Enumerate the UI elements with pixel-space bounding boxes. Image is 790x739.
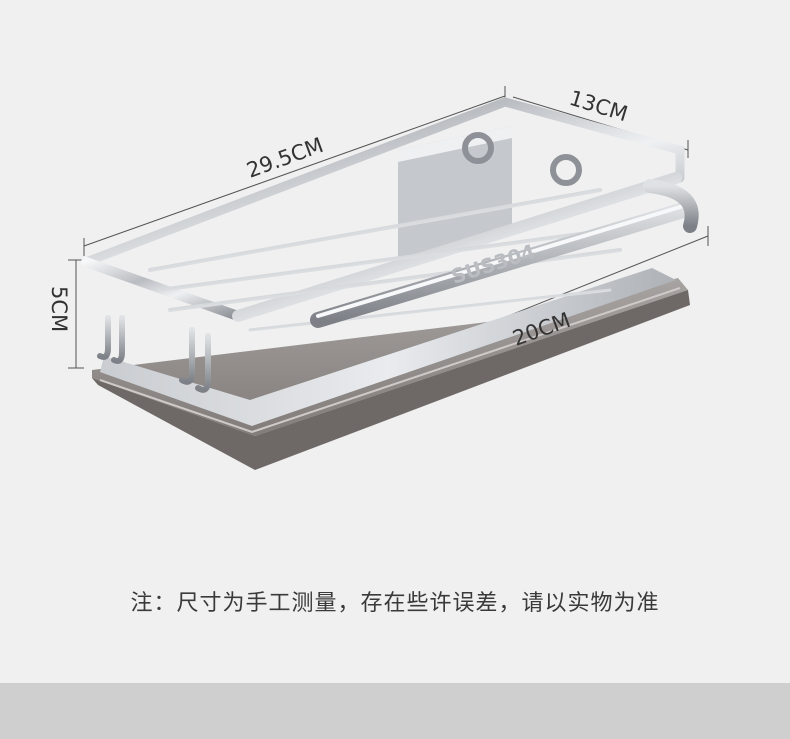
bottom-band <box>0 683 790 739</box>
height-label: 5CM <box>47 286 71 332</box>
basket-floor <box>100 268 676 426</box>
wire-cage <box>81 97 685 414</box>
towel-rail <box>310 179 699 396</box>
measurement-note: 注：尺寸为手工测量，存在些许误差，请以实物为准 <box>130 591 660 616</box>
back-plate <box>398 126 582 258</box>
hook-right <box>179 327 211 393</box>
hook-left <box>97 315 125 364</box>
